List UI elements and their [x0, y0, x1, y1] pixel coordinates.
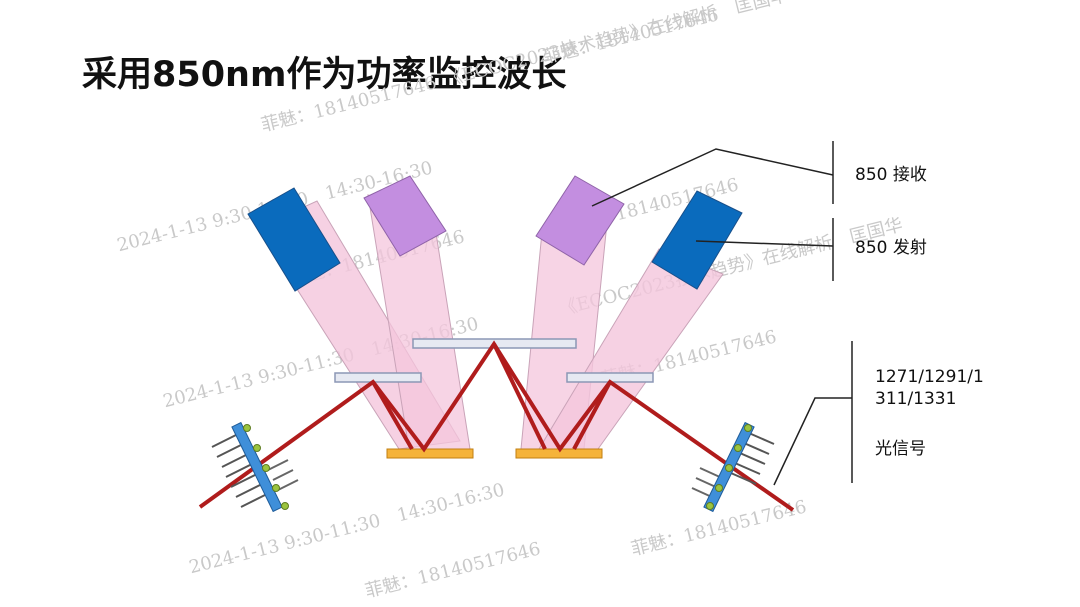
label-rx-850: 850 接收 — [855, 165, 927, 185]
page-title: 采用850nm作为功率监控波长 — [82, 55, 567, 95]
callout-rx-850 — [591, 148, 834, 207]
label-optical-signal: 光信号 — [875, 439, 926, 459]
pd-left — [386, 448, 474, 459]
callout-tx-850 — [695, 240, 834, 247]
rx-850-right-block — [535, 175, 625, 266]
optical-signal-ray-center-return — [492, 343, 547, 450]
tx-850-left-block — [247, 187, 341, 292]
label-tx-850: 850 发射 — [855, 238, 927, 258]
tx-850-right-block — [651, 190, 743, 290]
filter-left — [334, 372, 422, 383]
rx-850-left-block — [363, 175, 447, 257]
optical-signal-ray-right-return — [572, 381, 612, 450]
label-wavelengths-line1: 1271/1291/1 — [875, 367, 984, 387]
label-wavelengths-line2: 311/1331 — [875, 389, 957, 409]
fiber-array-left — [211, 421, 299, 513]
fiber-array-right — [691, 421, 775, 513]
optical-signal-ray-left-return — [371, 380, 414, 451]
callout-optical-signal — [773, 397, 852, 486]
